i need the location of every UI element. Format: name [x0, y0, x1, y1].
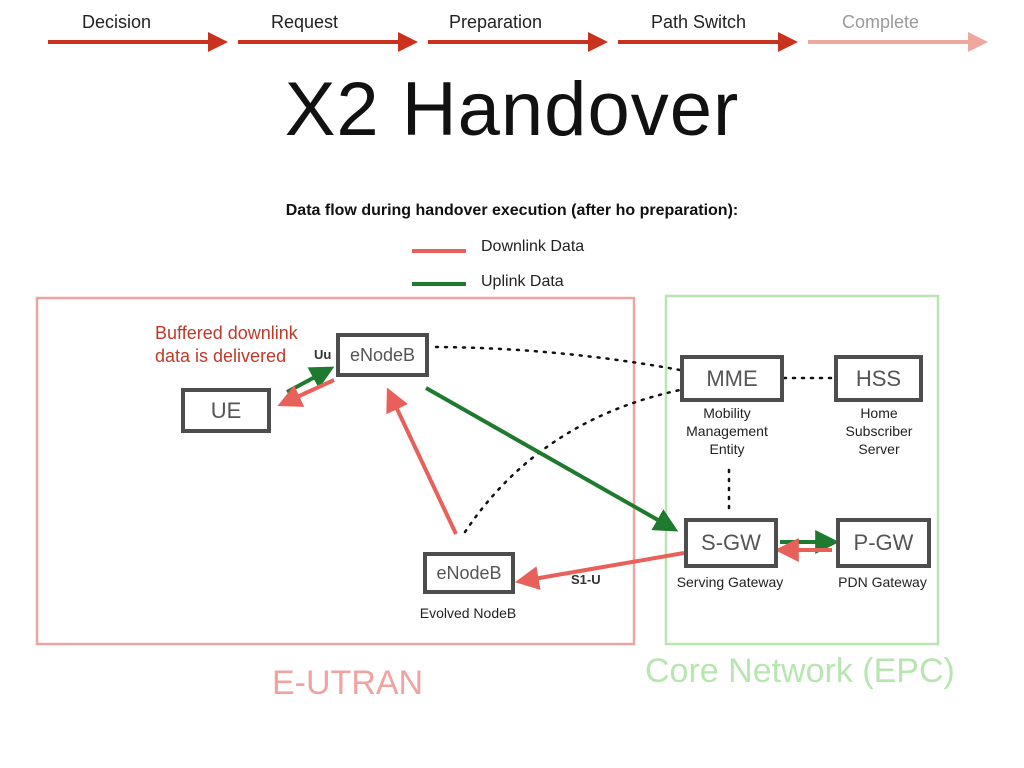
control-link-source-enb-mme — [463, 388, 682, 534]
control-link-target-enb-mme — [434, 345, 682, 372]
target-enodeb-label: eNodeB — [349, 345, 416, 365]
hss-label: HSS — [855, 366, 902, 391]
pgw-node: P-GW — [836, 518, 931, 568]
mme-label: MME — [706, 366, 758, 391]
mme-caption: Mobility Management Entity — [686, 405, 768, 457]
buffered-data-note-text: Buffered downlink data is delivered — [155, 323, 298, 366]
uplink-ue-to-target-enb — [286, 366, 335, 394]
step-request: Request — [271, 12, 339, 32]
step-path-switch: Path Switch — [651, 12, 747, 32]
step-preparation: Preparation — [449, 12, 543, 32]
hss-caption: Home Subscriber Server — [845, 405, 913, 457]
uplink-target-enb-to-sgw — [425, 386, 679, 532]
buffered-data-note: Buffered downlink data is delivered — [155, 322, 298, 368]
core-network-label: Core Network (EPC) — [645, 652, 955, 690]
downlink-target-enb-to-ue — [277, 378, 335, 407]
downlink-source-enb-forward-to-target-enb — [386, 387, 458, 535]
source-enodeb-label: eNodeB — [436, 563, 502, 583]
target-enodeb-node: eNodeB — [336, 333, 429, 377]
source-enodeb-node: eNodeB — [423, 552, 515, 594]
sgw-label: S-GW — [701, 530, 761, 555]
diagram-subtitle: Data flow during handover execution (aft… — [285, 202, 739, 219]
legend-uplink-label: Uplink Data — [481, 273, 564, 290]
pgw-caption: PDN Gateway — [838, 574, 927, 590]
mme-node: MME — [680, 355, 784, 402]
sgw-node: S-GW — [684, 518, 778, 568]
pgw-label: P-GW — [853, 530, 914, 555]
source-enodeb-caption: Evolved NodeB — [419, 605, 517, 621]
hss-node: HSS — [834, 355, 923, 402]
page-title: X2 Handover — [284, 67, 740, 152]
core-network-region — [664, 294, 940, 646]
downlink-sgw-to-source-enb — [514, 551, 685, 590]
s1u-interface-label: S1-U — [571, 572, 601, 587]
sgw-caption: Serving Gateway — [676, 574, 784, 590]
ue-label: UE — [210, 398, 242, 423]
legend-downlink-label: Downlink Data — [481, 238, 585, 255]
step-decision: Decision — [82, 12, 152, 32]
eutran-label: E-UTRAN — [272, 664, 424, 702]
step-complete: Complete — [842, 12, 920, 32]
uu-interface-label: Uu — [314, 347, 332, 362]
ue-node: UE — [181, 388, 271, 433]
eutran-region — [35, 296, 636, 646]
